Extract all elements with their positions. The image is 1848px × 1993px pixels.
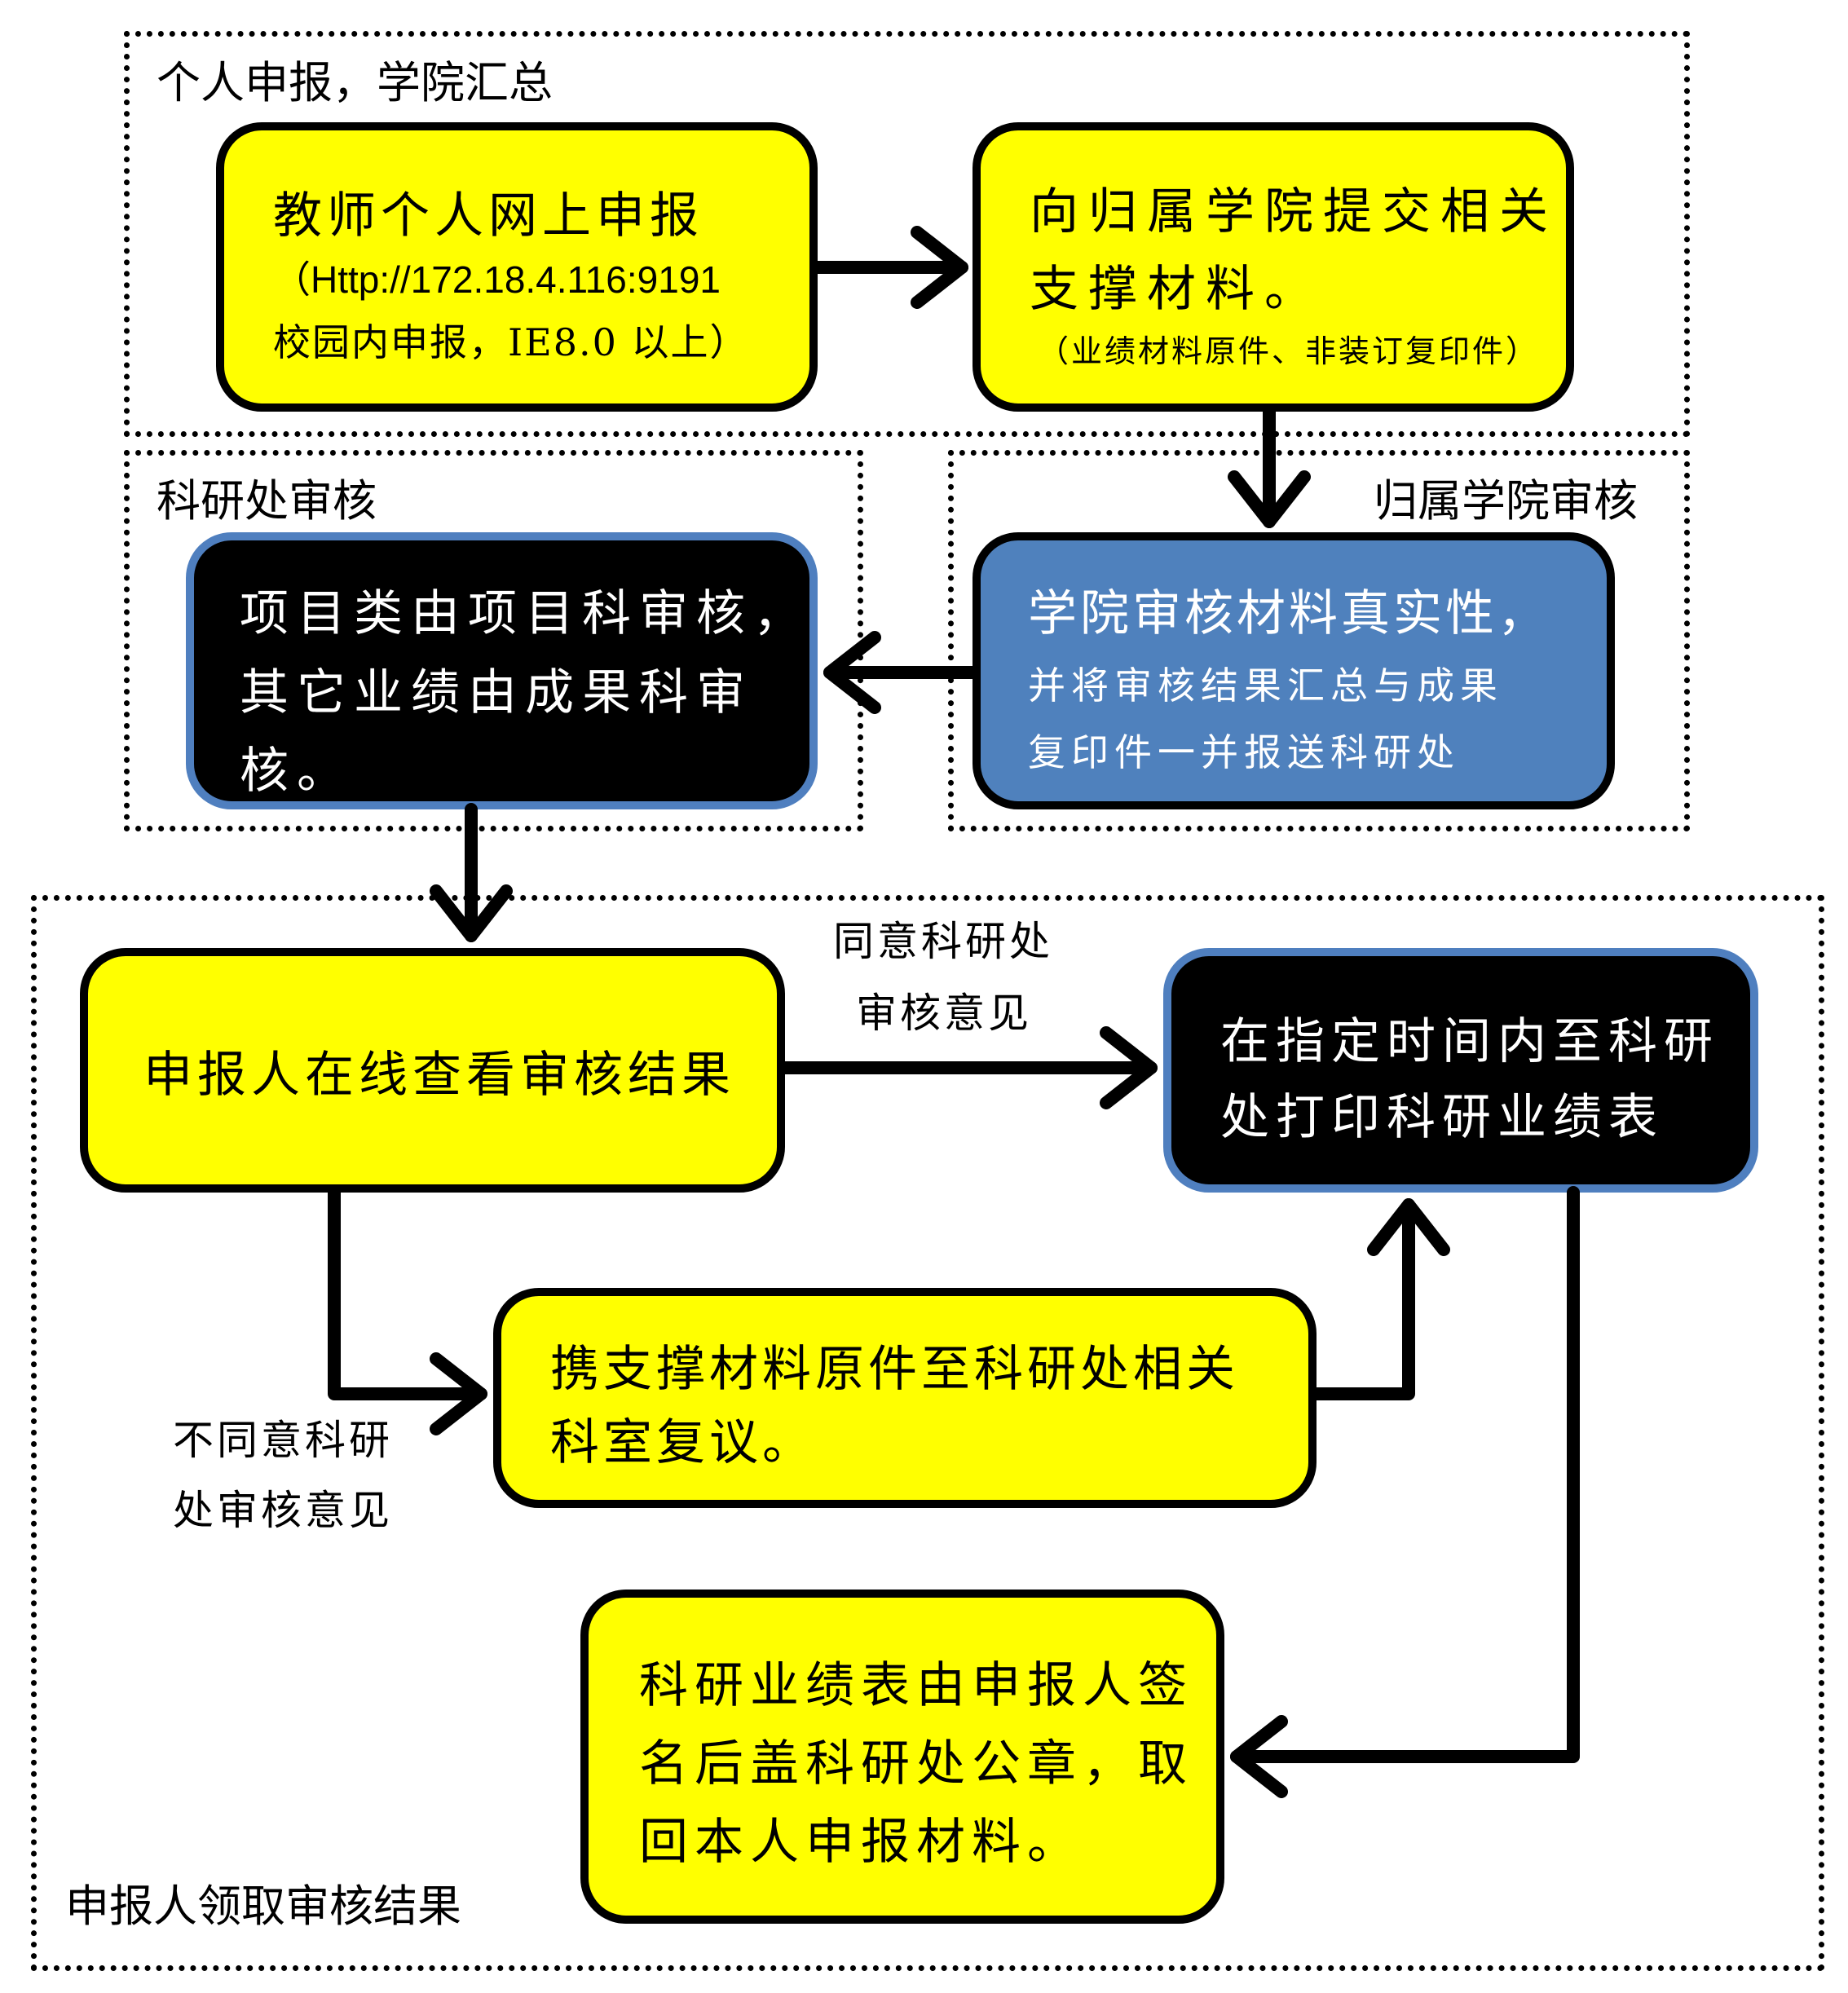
arrow-print-to-sign	[1230, 1186, 1580, 1763]
node-print-table: 在指定时间内至科研 处打印科研业绩表	[1163, 948, 1758, 1193]
node-research-office-review: 项目类由项目科审核， 其它业绩由成果科审 核。	[186, 532, 818, 809]
node-recheck: 携支撑材料原件至科研处相关 科室复议。	[493, 1288, 1317, 1508]
edge-label-agree-line1: 同意科研处	[833, 918, 1053, 965]
arrowhead-submit-to-college	[1228, 470, 1311, 528]
node-sign-stamp-line2: 名后盖科研处公章，取	[639, 1735, 1193, 1792]
region-label-college-review: 归属学院审核	[1374, 475, 1638, 527]
region-result	[31, 895, 1824, 1971]
node-sign-stamp: 科研业绩表由申报人签 名后盖科研处公章，取 回本人申报材料。	[580, 1590, 1224, 1924]
node-sign-stamp-line1: 科研业绩表由申报人签	[639, 1657, 1193, 1714]
arrowhead-recheck-to-print	[1367, 1198, 1450, 1256]
region-label-result: 申报人领取审核结果	[65, 1881, 461, 1932]
arrow-recheck-to-print	[1310, 1198, 1415, 1400]
node-submit-materials-line2: 支撑材料。	[1030, 261, 1323, 318]
arrowhead-check-to-print	[1100, 1026, 1158, 1109]
node-online-apply: 教师个人网上申报 （Http://172.18.4.116:9191 校园内申报…	[216, 122, 818, 412]
node-online-apply-url: （Http://172.18.4.116:9191	[273, 258, 721, 301]
region-personal	[124, 31, 1690, 437]
node-college-verify-line1: 学院审核材料真实性，	[1028, 585, 1550, 642]
node-research-office-review-line2: 其它业绩由成果科审	[240, 664, 753, 721]
region-label-personal: 个人申报，学院汇总	[157, 57, 553, 108]
node-submit-materials: 向归属学院提交相关 支撑材料。 （业绩材料原件、非装订复印件）	[973, 122, 1574, 412]
node-college-verify: 学院审核材料真实性， 并将审核结果汇总与成果 复印件一并报送科研处	[973, 532, 1615, 809]
node-recheck-line2: 科室复议。	[550, 1414, 815, 1471]
edge-label-disagree-line1: 不同意科研	[173, 1417, 393, 1464]
node-submit-materials-note: （业绩材料原件、非装订复印件）	[1038, 333, 1540, 369]
edge-label-agree-line2: 审核意见	[856, 990, 1032, 1037]
node-research-office-review-line1: 项目类由项目科审核，	[240, 585, 810, 642]
region-label-research-review: 科研处审核	[157, 475, 377, 527]
region-college-review	[948, 450, 1690, 831]
node-online-apply-title: 教师个人网上申报	[273, 187, 703, 245]
node-check-result: 申报人在线查看审核结果	[80, 948, 785, 1193]
arrowhead-apply-to-submit	[911, 226, 968, 309]
arrowhead-check-to-recheck	[430, 1352, 487, 1435]
node-submit-materials-line1: 向归属学院提交相关	[1030, 183, 1558, 240]
node-college-verify-line2: 并将审核结果汇总与成果	[1028, 664, 1503, 708]
arrow-check-to-recheck	[328, 1186, 487, 1400]
node-check-result-label: 申报人在线查看审核结果	[143, 1047, 735, 1104]
node-online-apply-note: 校园内申报，IE8.0 以上）	[273, 320, 749, 364]
arrowhead-college-to-research	[823, 631, 881, 714]
arrowhead-print-to-sign	[1230, 1715, 1288, 1798]
node-sign-stamp-line3: 回本人申报材料。	[639, 1814, 1083, 1871]
edge-label-disagree-line2: 处审核意见	[173, 1487, 393, 1534]
arrowhead-research-to-check	[430, 884, 513, 942]
node-print-table-line1: 在指定时间内至科研	[1220, 1013, 1719, 1070]
node-research-office-review-line3: 核。	[240, 743, 354, 800]
node-college-verify-line3: 复印件一并报送科研处	[1028, 730, 1460, 774]
node-recheck-line1: 携支撑材料原件至科研处相关	[550, 1341, 1239, 1398]
node-print-table-line2: 处打印科研业绩表	[1220, 1089, 1664, 1146]
